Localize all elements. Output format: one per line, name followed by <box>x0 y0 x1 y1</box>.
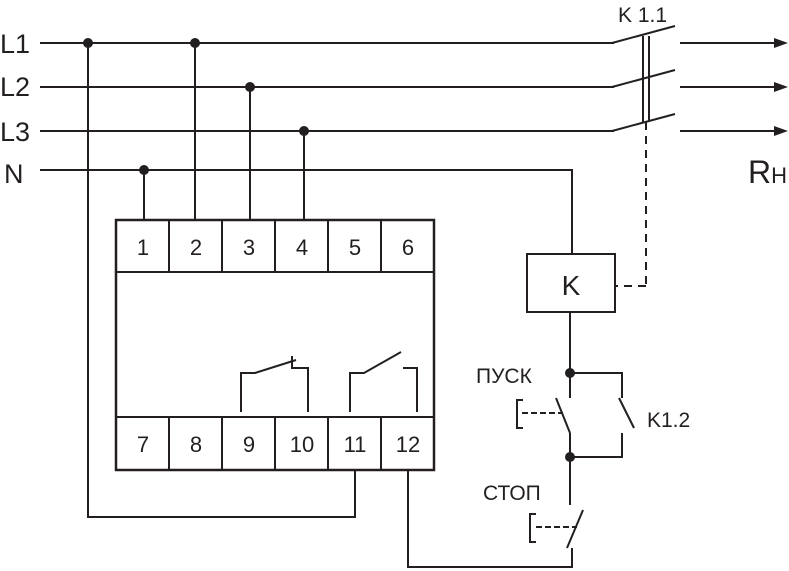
terminal-number: 7 <box>137 432 149 457</box>
arrow-icon <box>774 126 788 136</box>
label-l2: L2 <box>0 72 30 102</box>
label-load: RH <box>748 154 787 190</box>
terminal-number: 1 <box>137 235 149 260</box>
stop-button-contact <box>566 509 584 549</box>
wire-k12-top <box>570 372 623 398</box>
stop-button-head <box>529 513 536 543</box>
label-load-main: R <box>748 154 771 190</box>
label-k11: K 1.1 <box>618 4 667 27</box>
internal-contact-1 <box>240 359 297 412</box>
junction-dot <box>245 82 255 92</box>
terminal-number: 6 <box>402 235 414 260</box>
wire-terminal-12 <box>407 470 573 568</box>
start-button-contact <box>555 397 571 434</box>
label-load-sub: H <box>771 163 787 188</box>
terminal-number: 9 <box>243 432 255 457</box>
wire-k12-bottom <box>570 433 623 458</box>
terminal-number: 12 <box>396 432 420 457</box>
wire-n <box>40 169 573 254</box>
contact-k12 <box>618 397 635 429</box>
terminal-dividers <box>168 220 382 470</box>
junction-dot <box>83 38 93 48</box>
terminal-number: 2 <box>190 235 202 260</box>
label-k12: K1.2 <box>647 409 690 432</box>
internal-contact-1 <box>291 356 309 412</box>
terminal-number: 11 <box>344 432 367 457</box>
terminal-number: 10 <box>290 432 314 457</box>
label-l1: L1 <box>0 29 30 59</box>
arrow-icon <box>774 38 788 48</box>
junction-dot <box>299 126 309 136</box>
wire-l1-to-terminal-11 <box>87 43 356 518</box>
junction-dot <box>190 38 200 48</box>
label-l3: L3 <box>0 117 30 147</box>
terminal-number: 3 <box>243 235 255 260</box>
start-button-head <box>516 399 523 429</box>
contact-k11-l1 <box>611 25 676 44</box>
terminal-number: 5 <box>349 235 361 260</box>
label-coil: K <box>562 270 581 301</box>
terminal-number: 8 <box>190 432 202 457</box>
terminal-number: 4 <box>296 235 308 260</box>
label-n: N <box>4 159 24 189</box>
internal-contact-2 <box>403 367 418 412</box>
label-stop-button: СТОП <box>483 482 541 505</box>
junction-dot <box>139 165 149 175</box>
arrow-icon <box>774 82 788 92</box>
internal-contact-2 <box>349 351 402 412</box>
contact-k11-l3 <box>611 113 676 132</box>
label-start-button: ПУСК <box>476 365 533 388</box>
